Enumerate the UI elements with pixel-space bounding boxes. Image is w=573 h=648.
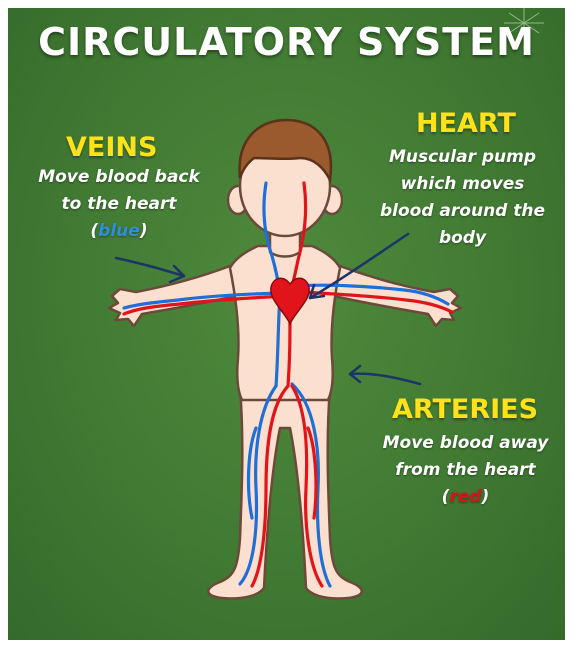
body-figure (8, 8, 565, 640)
veins-close-paren: ) (140, 221, 148, 241)
veins-desc-line-1: Move blood back (14, 164, 224, 191)
arteries-close-paren: ) (482, 487, 490, 507)
veins-pointer-arrow (116, 258, 184, 282)
arteries-pointer-arrow (350, 366, 420, 384)
heart-desc-line-2: which moves (360, 171, 565, 198)
veins-color-word: blue (98, 221, 140, 241)
arteries-description: Move blood away from the heart (red) (366, 430, 565, 511)
veins-open-paren: ( (90, 221, 98, 241)
veins-description: Move blood back to the heart (blue) (14, 164, 224, 245)
arteries-color-word: red (449, 487, 481, 507)
heart-desc-line-4: body (360, 225, 565, 252)
arteries-color-note: (red) (366, 484, 565, 511)
diagram-board: CIRCULATORY SYSTEM (8, 8, 565, 640)
heart-heading: HEART (416, 108, 516, 139)
veins-color-note: (blue) (14, 218, 224, 245)
arteries-heading: ARTERIES (392, 394, 538, 425)
arteries-desc-line-1: Move blood away (366, 430, 565, 457)
veins-heading: VEINS (66, 132, 157, 163)
veins-desc-line-2: to the heart (14, 191, 224, 218)
heart-desc-line-1: Muscular pump (360, 144, 565, 171)
arteries-desc-line-2: from the heart (366, 457, 565, 484)
heart-description: Muscular pump which moves blood around t… (360, 144, 565, 252)
heart-desc-line-3: blood around the (360, 198, 565, 225)
